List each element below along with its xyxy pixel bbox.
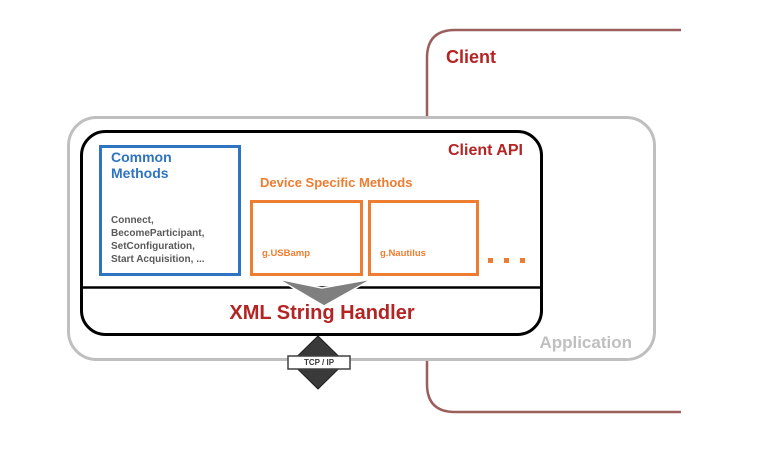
gnautilus-box-label: g.Nautilus bbox=[380, 248, 426, 259]
xml-string-handler-label: XML String Handler bbox=[229, 302, 415, 324]
client-frame-label: Client bbox=[446, 47, 497, 67]
ellipsis-dot bbox=[520, 258, 525, 263]
client-api-label: Client API bbox=[448, 142, 523, 159]
gnautilus-box-border bbox=[368, 200, 479, 276]
gusbamp-box-border bbox=[250, 200, 363, 276]
gusbamp-box-label: g.USBamp bbox=[262, 248, 311, 259]
ellipsis-dot bbox=[488, 258, 493, 263]
arrow-down-icon bbox=[277, 278, 373, 307]
common-methods-box-border bbox=[99, 145, 241, 276]
application-frame-label: Application bbox=[539, 333, 632, 352]
ellipsis-dot bbox=[504, 258, 509, 263]
tcp-ip-label: TCP / IP bbox=[303, 358, 335, 367]
device-specific-methods-title: Device Specific Methods bbox=[260, 175, 413, 190]
tcp-label-plate bbox=[287, 355, 351, 370]
common-methods-title: Common Methods bbox=[111, 149, 172, 181]
common-methods-list: Connect, BecomeParticipant, SetConfigura… bbox=[111, 215, 205, 265]
